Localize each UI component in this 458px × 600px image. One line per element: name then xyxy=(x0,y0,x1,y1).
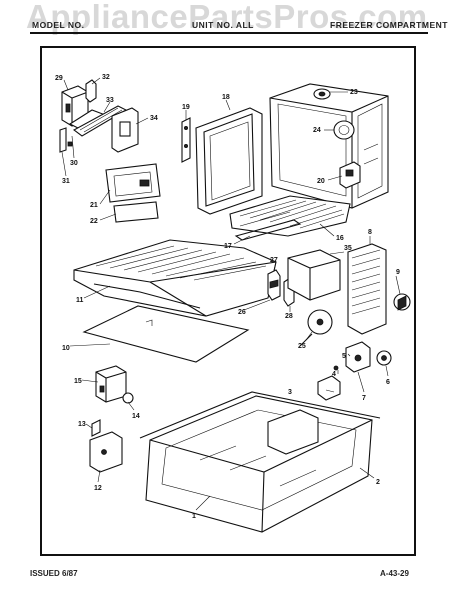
insulation-pad xyxy=(82,305,250,363)
section-title: FREEZER COMPARTMENT xyxy=(330,20,448,30)
callout-22: 22 xyxy=(90,218,98,225)
callout-33: 33 xyxy=(106,97,114,104)
issued-date: ISSUED 6/87 xyxy=(30,569,78,578)
callout-13: 13 xyxy=(78,421,86,428)
fan-motor xyxy=(317,341,392,401)
freezer-bottom-frame xyxy=(139,391,381,533)
callout-10: 10 xyxy=(62,345,70,352)
callout-14: 14 xyxy=(132,413,140,420)
freezer-shelf xyxy=(73,239,277,317)
callout-27: 27 xyxy=(270,257,278,264)
leader-lines xyxy=(61,77,401,511)
callout-5: 5 xyxy=(342,353,346,360)
callout-9: 9 xyxy=(396,269,400,276)
freezer-liner xyxy=(269,83,389,209)
callout-32: 32 xyxy=(102,74,110,81)
callout-34: 34 xyxy=(150,115,158,122)
callout-2: 2 xyxy=(376,479,380,486)
unit-label: UNIT NO. ALL xyxy=(192,20,254,30)
callout-20: 20 xyxy=(317,178,325,185)
callout-17: 17 xyxy=(224,243,232,250)
wire-shelf xyxy=(229,195,351,241)
watermark: AppliancePartsPros.com xyxy=(26,0,428,35)
callout-29: 29 xyxy=(55,75,63,82)
callout-16: 16 xyxy=(336,235,344,242)
thermostat-hardware xyxy=(267,269,333,347)
light-cover xyxy=(105,163,161,223)
callout-labels: 29 32 33 34 30 31 19 18 23 24 20 21 22 1… xyxy=(55,74,400,520)
callout-11: 11 xyxy=(76,297,84,304)
callout-31: 31 xyxy=(62,178,70,185)
page-code: A-43-29 xyxy=(380,569,409,578)
evaporator-assembly xyxy=(287,243,411,335)
header-rule xyxy=(30,32,428,34)
control-assembly xyxy=(59,79,139,153)
callout-23: 23 xyxy=(350,89,358,96)
callout-8: 8 xyxy=(368,229,372,236)
callout-26: 26 xyxy=(238,309,246,316)
callout-1: 1 xyxy=(192,513,196,520)
model-label: MODEL NO. xyxy=(32,20,85,30)
callout-21: 21 xyxy=(90,202,98,209)
ice-parts xyxy=(89,365,134,473)
callout-30: 30 xyxy=(70,160,78,167)
page-header: AppliancePartsPros.com MODEL NO. UNIT NO… xyxy=(0,0,458,42)
callout-19: 19 xyxy=(182,104,190,111)
callout-15: 15 xyxy=(74,378,82,385)
callout-3: 3 xyxy=(288,389,292,396)
callout-25: 25 xyxy=(298,343,306,350)
callout-28: 28 xyxy=(285,313,293,320)
callout-18: 18 xyxy=(222,94,230,101)
callout-24: 24 xyxy=(313,127,321,134)
callout-4: 4 xyxy=(332,371,336,378)
callout-35: 35 xyxy=(344,245,352,252)
freezer-door xyxy=(181,107,263,215)
diagram-frame xyxy=(40,46,416,556)
callout-12: 12 xyxy=(94,485,102,492)
callout-7: 7 xyxy=(362,395,366,402)
callout-6: 6 xyxy=(386,379,390,386)
